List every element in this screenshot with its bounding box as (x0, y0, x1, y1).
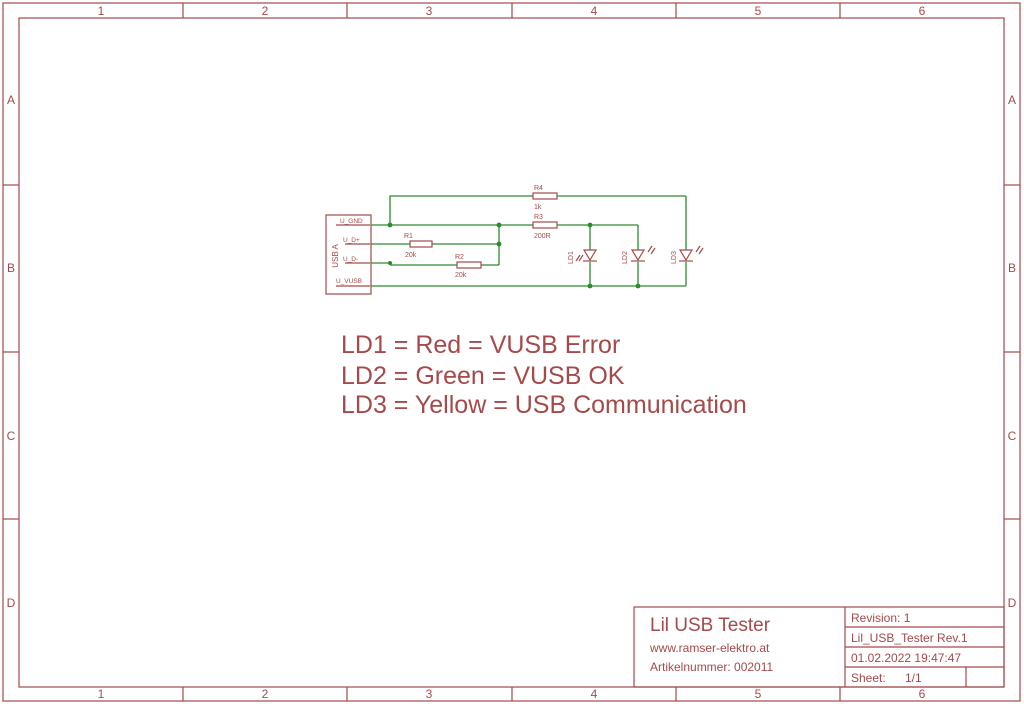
usb-pin-dminus: U_D- (343, 256, 358, 263)
title-block-website: www.ramser-elektro.at (649, 641, 770, 655)
title-block-revision: Revision: 1 (851, 611, 911, 625)
wires (371, 195, 687, 287)
title-block-sheet-label: Sheet: (851, 671, 886, 685)
resistor-r1: R1 20k (404, 233, 433, 259)
col-label-3-bottom: 3 (426, 687, 433, 701)
resistor-r4-name: R4 (534, 185, 543, 192)
row-label-b-right: B (1008, 261, 1016, 275)
row-label-d-left: D (7, 596, 16, 610)
note-ld1: LD1 = Red = VUSB Error (341, 331, 620, 359)
led-ld1: LD1 (568, 249, 598, 264)
row-label-d-right: D (1008, 596, 1017, 610)
col-label-1-top: 1 (98, 4, 105, 18)
column-dividers (182, 3, 841, 701)
col-label-2-top: 2 (262, 4, 269, 18)
resistor-r2-value: 20k (455, 272, 467, 279)
led-ld3: LD3 (671, 245, 704, 264)
title-block: Lil USB Tester www.ramser-elektro.at Art… (633, 606, 1005, 688)
col-label-6-bottom: 6 (919, 687, 926, 701)
title-block-filename: Lil_USB_Tester Rev.1 (851, 631, 968, 645)
resistor-r1-name: R1 (404, 233, 413, 240)
col-label-3-top: 3 (426, 4, 433, 18)
junction-dots (387, 222, 641, 289)
resistor-r3-value: 200R (534, 233, 551, 240)
resistor-r4-value: 1k (534, 204, 542, 211)
row-label-c-right: C (1008, 429, 1017, 443)
col-label-4-top: 4 (591, 4, 598, 18)
col-label-2-bottom: 2 (262, 687, 269, 701)
row-label-a-right: A (1008, 93, 1016, 107)
resistor-r3-name: R3 (534, 214, 543, 221)
resistor-r4: R4 1k (532, 185, 558, 211)
led-ld2: LD2 (622, 245, 656, 264)
row-dividers (3, 184, 1020, 520)
col-label-4-bottom: 4 (591, 687, 598, 701)
row-label-c-left: C (7, 429, 16, 443)
led-ld2-name: LD2 (622, 251, 629, 264)
usb-connector-name: USB A (331, 244, 340, 268)
usb-connector: USB A U_GND U_D+ U_D- U_VUSB (325, 214, 372, 295)
title-block-title: Lil USB Tester (650, 615, 771, 636)
usb-pin-vusb: U_VUSB (336, 278, 362, 285)
resistor-r3: R3 200R (532, 214, 558, 240)
led-ld1-name: LD1 (568, 251, 575, 264)
note-ld3: LD3 = Yellow = USB Communication (341, 391, 747, 419)
col-label-1-bottom: 1 (98, 687, 105, 701)
resistor-r1-value: 20k (405, 252, 417, 259)
resistor-r2: R2 20k (455, 254, 482, 279)
usb-pin-gnd: U_GND (340, 218, 363, 225)
col-label-5-bottom: 5 (755, 687, 762, 701)
row-label-b-left: B (7, 261, 15, 275)
title-block-date: 01.02.2022 19:47:47 (851, 651, 961, 665)
led-ld3-name: LD3 (671, 251, 678, 264)
title-block-sheet-value: 1/1 (905, 671, 922, 685)
col-label-6-top: 6 (919, 4, 926, 18)
row-label-a-left: A (7, 93, 15, 107)
col-label-5-top: 5 (755, 4, 762, 18)
usb-pin-dplus: U_D+ (343, 237, 360, 244)
title-block-article: Artikelnummer: 002011 (650, 660, 773, 674)
resistor-r2-name: R2 (455, 254, 464, 261)
note-ld2: LD2 = Green = VUSB OK (341, 362, 625, 390)
